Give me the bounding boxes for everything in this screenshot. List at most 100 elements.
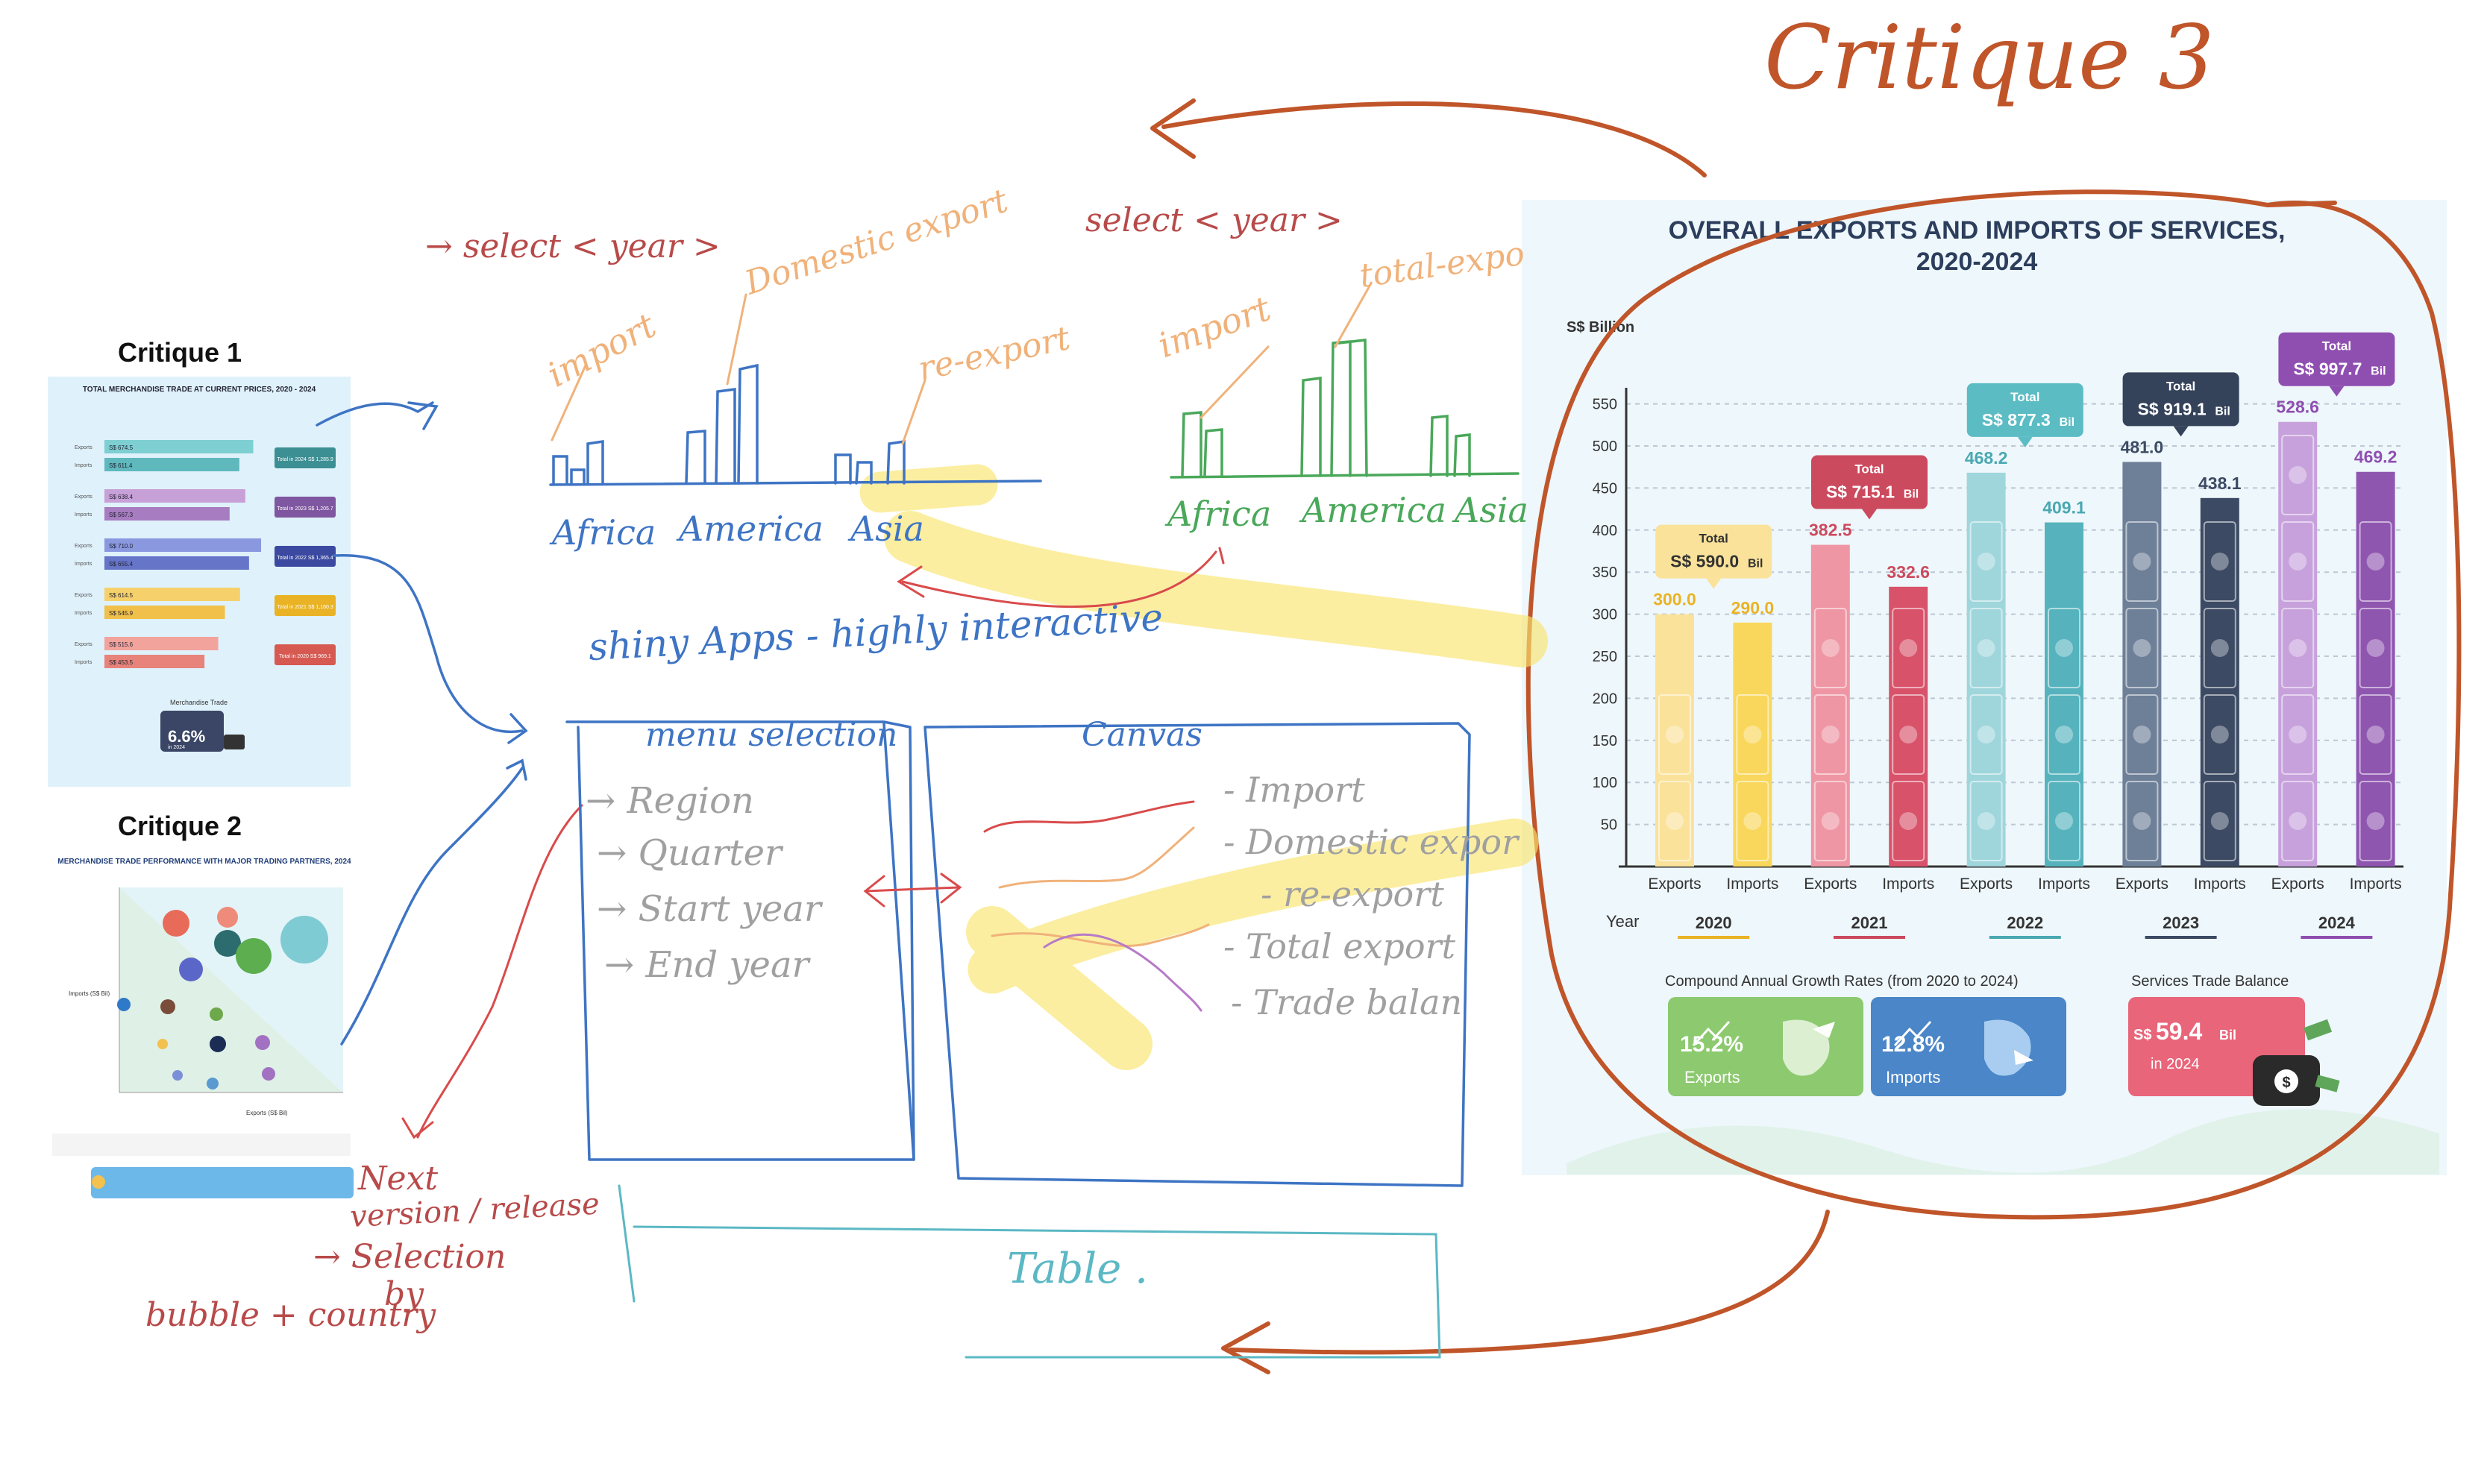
coin-icon — [2289, 553, 2307, 570]
balance-card: S$ 59.4 Bil in 2024 $ — [2128, 997, 2340, 1106]
chart-total-unit: Bil — [1904, 488, 1919, 501]
chart-value-label: 409.1 — [2042, 498, 2086, 518]
critique-3-circle — [1525, 189, 2462, 1220]
chart-year-tick: 2021 — [1851, 914, 1888, 932]
total-export-right-label: total-expo — [1357, 234, 1526, 295]
chart-total-value: S$ 877.3 — [1982, 410, 2051, 430]
banknote-icon — [2203, 694, 2236, 775]
coin-icon — [1666, 726, 1684, 743]
chart-total-badge — [1966, 383, 2083, 437]
chart-bar-category: Exports — [2271, 875, 2324, 893]
thumb2-title: MERCHANDISE TRADE PERFORMANCE WITH MAJOR… — [57, 858, 351, 866]
banknote-icon — [2203, 781, 2236, 861]
thumb1-total-badge — [275, 595, 336, 616]
africa-left-label: Africa — [549, 512, 656, 553]
critique-2-label: Critique 2 — [118, 811, 242, 841]
coin-icon — [1821, 726, 1840, 743]
chart-bar-2023-imports — [2200, 497, 2239, 867]
thumb1-bar — [104, 637, 219, 650]
chart-total-unit: Bil — [2060, 416, 2075, 429]
chart-bar-2021-imports — [1889, 586, 1928, 867]
critique-1-thumbnail: TOTAL MERCHANDISE TRADE AT CURRENT PRICE… — [48, 377, 351, 787]
chart-bar-2023-exports — [2122, 462, 2162, 867]
chart-total-value: S$ 997.7 — [2293, 359, 2362, 379]
cagr-imports-card: 12.8% Imports — [1871, 997, 2066, 1096]
thumb1-merch-sub: in 2024 — [168, 745, 185, 750]
thumb1-row-label: Imports — [75, 611, 92, 616]
chart-total-badge-pointer — [2329, 386, 2345, 397]
table-label: Table . — [1007, 1245, 1148, 1293]
coin-icon — [1743, 812, 1762, 830]
by-line: by — [384, 1275, 424, 1313]
table-box — [618, 1184, 1441, 1359]
canvas-item-domestic-export: - Domestic expor — [1223, 822, 1520, 862]
banknote-icon — [1658, 781, 1691, 861]
canvas-item-re-export: - re-export — [1261, 874, 1444, 914]
thumb1-bar — [104, 507, 230, 521]
chart-bar-2020-imports — [1733, 622, 1772, 867]
thumb1-bar-value: S$ 545.9 — [109, 610, 134, 617]
chart-value-label: 332.6 — [1887, 562, 1930, 582]
balance-unit: Bil — [2219, 1028, 2236, 1043]
coin-icon — [2210, 639, 2229, 657]
coin-icon — [1977, 639, 1995, 657]
coin-icon — [2366, 812, 2385, 830]
chart-total-badge-pointer — [2173, 426, 2189, 437]
highlighter-strokes — [859, 464, 1548, 1070]
chart-bar-category: Imports — [1726, 875, 1778, 893]
banknote-icon — [1892, 781, 1925, 861]
thumb1-row-label: Exports — [75, 494, 92, 500]
world-map-icon — [1783, 1019, 1830, 1076]
canvas-item-total-export: - Total export — [1223, 926, 1456, 966]
banknote-icon — [2359, 521, 2392, 602]
chart-value-label: 290.0 — [1731, 598, 1775, 617]
sketch-bar-chart-right — [1170, 339, 1520, 479]
thumb1-total-text: Total in 2020 S$ 969.1 — [279, 654, 331, 659]
america-left-label: America — [676, 509, 824, 549]
banknote-icon — [1969, 521, 2003, 602]
chart-ytick-label: 50 — [1601, 817, 1617, 834]
thumb2-yaxis: Imports (S$ Bil) — [69, 990, 110, 997]
chart-bar-category: Exports — [1804, 875, 1857, 893]
chart-year-tick: 2022 — [2007, 914, 2043, 932]
thumb1-total-badge — [275, 644, 336, 665]
chart-bar-category: Imports — [2194, 875, 2246, 893]
connector-arrows — [316, 401, 528, 1046]
canvas-box — [923, 722, 1471, 1187]
chart-total-value: S$ 919.1 — [2138, 399, 2207, 418]
thumb1-row-label: Imports — [75, 463, 92, 468]
banknote-icon — [1813, 608, 1847, 688]
chart-bar-category: Imports — [2350, 875, 2402, 893]
menu-selection-box — [565, 720, 915, 1161]
arrow-to-sketch-top — [1150, 98, 1707, 177]
canvas-title: Canvas — [1082, 716, 1202, 754]
chart-bar-2022-exports — [1966, 472, 2006, 867]
chart-ytick-label: 150 — [1593, 733, 1617, 749]
thumb1-total-text: Total in 2021 S$ 1,160.3 — [277, 605, 333, 610]
coin-icon — [1666, 812, 1684, 830]
coin-icon — [1899, 812, 1918, 830]
coin-icon — [2055, 639, 2073, 657]
asia-right-label: Asia — [1452, 490, 1528, 530]
arrow-to-table — [1221, 1210, 1830, 1374]
thumb1-bar — [104, 556, 249, 570]
banknote-icon — [2125, 521, 2159, 602]
banknote-icon — [2203, 608, 2236, 688]
thumb1-row-label: Imports — [75, 562, 92, 567]
banknote-icon — [2048, 608, 2080, 688]
cagr-exports-label: Exports — [1684, 1068, 1740, 1087]
chart-total-badge — [2122, 372, 2239, 427]
menu-selection-title: menu selection — [645, 716, 897, 754]
balance-value: 59.4 — [2156, 1018, 2202, 1045]
menu-item-quarter: → Quarter — [597, 832, 784, 874]
chart-year-label: Year — [1606, 912, 1639, 931]
thumb1-row-label: Exports — [75, 445, 92, 450]
thumb1-bar-value: S$ 655.4 — [109, 561, 134, 567]
coin-icon — [1899, 639, 1918, 657]
chart-bar-2024-imports — [2356, 471, 2395, 867]
coin-icon — [2133, 726, 2151, 743]
thumb1-total-badge — [275, 447, 336, 468]
coin-icon — [1977, 812, 1995, 830]
cagr-exports-value: 15.2% — [1680, 1032, 1743, 1057]
